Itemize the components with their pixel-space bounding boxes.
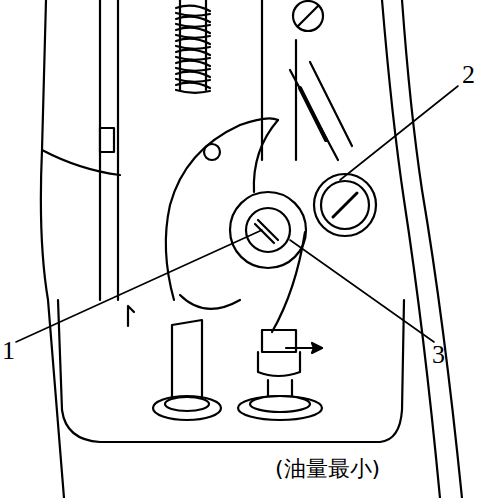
spring-coil — [176, 39, 210, 49]
spring-coil — [176, 28, 210, 38]
caption: (油量最小) — [275, 458, 380, 480]
spring-coil — [176, 61, 210, 71]
callout-number: 3 — [432, 342, 445, 368]
spring-coil — [176, 6, 210, 16]
spring-coil — [176, 83, 210, 93]
callout-number: 1 — [2, 338, 15, 364]
spring-coil — [176, 72, 210, 82]
callout-number: 2 — [462, 62, 475, 88]
spring-coil — [176, 50, 210, 60]
spring-coil — [176, 17, 210, 27]
